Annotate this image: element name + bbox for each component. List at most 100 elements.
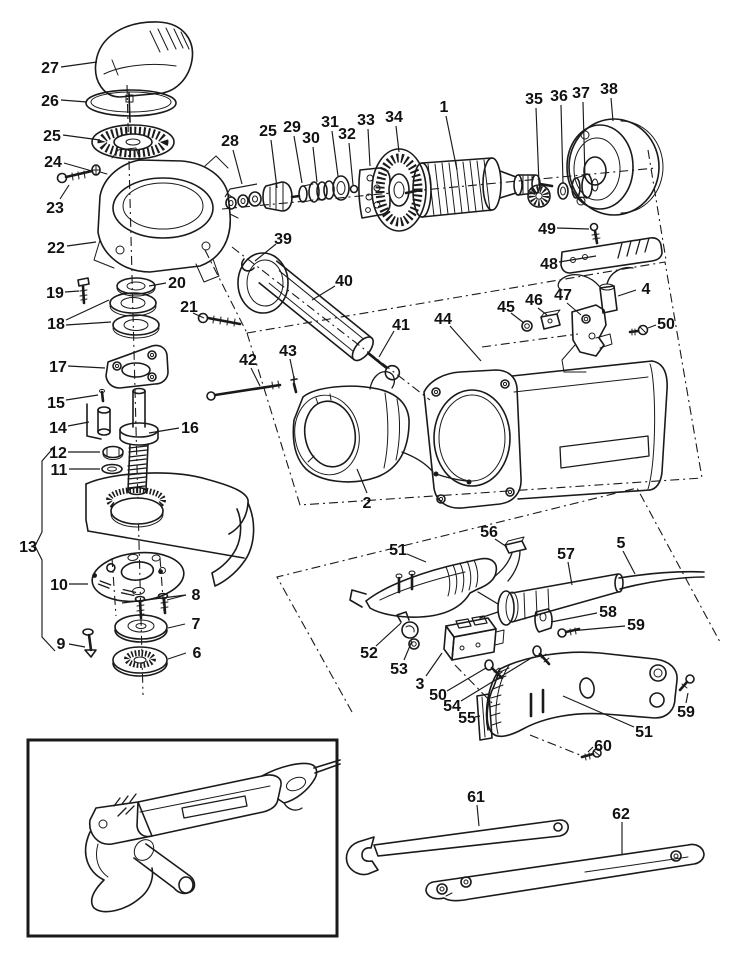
callout-leader-47 [566,302,582,316]
callout-label-60-63: 60 [594,738,612,755]
sleeve-29 [298,181,320,203]
retaining-clip-39 [241,258,255,272]
callout-label-59-53: 59 [627,617,645,634]
callout-label-31-26: 31 [321,114,339,131]
callout-label-36-32: 36 [550,88,568,105]
callout-label-40-38: 40 [335,273,353,290]
callout-label-49-35: 49 [538,221,556,238]
callout-label-11-12: 11 [51,462,68,479]
nut-53 [408,638,420,650]
callout-label-15-9: 15 [47,395,65,412]
bearings-18 [109,292,160,339]
callout-label-21-17: 21 [180,299,198,316]
side-handle-assembly [206,252,401,401]
callout-label-50-58: 50 [429,687,447,704]
pin-15 [99,388,105,403]
screw-24 [91,164,108,176]
callout-leader-54 [460,656,534,702]
callout-label-30-25: 30 [302,130,320,147]
callout-label-55-60: 55 [458,710,476,727]
wheel-guard-13 [85,472,255,587]
callout-label-29-24: 29 [283,119,301,136]
callout-leader-44 [449,325,482,362]
bracket-47 [561,304,613,373]
washer-36 [557,182,569,200]
callout-label-56-50: 56 [480,524,498,541]
grommet-52 [396,611,419,639]
callout-leader-3 [425,652,443,677]
callout-leader-59 [685,692,689,704]
nut-12 [102,445,124,460]
callout-leader-9 [68,643,86,648]
callout-leader-55 [474,715,481,718]
inner-flange-7 [114,614,168,643]
wrench-61 [345,819,569,876]
callout-leader-38 [610,97,614,122]
assembled-grinder-drawing [84,759,341,913]
brush-wheel-25 [91,124,175,160]
callout-label-38-34: 38 [600,81,618,98]
brush-55 [476,693,493,741]
terminal-block-46 [540,309,561,330]
callout-leader-50 [647,324,657,329]
nut-45 [521,320,533,332]
callout-leader-22 [66,241,97,247]
callout-label-43-41: 43 [279,343,297,360]
callout-leader-14 [67,421,90,427]
screw-43 [290,376,298,394]
callout-label-52-55: 52 [360,645,378,662]
callout-label-9-15: 9 [57,636,66,653]
switch-handle-group [349,536,705,761]
callout-label-3-57: 3 [416,676,425,693]
callout-label-51-61: 51 [635,724,653,741]
callout-label-12-11: 12 [49,445,67,462]
callout-label-22-5: 22 [47,240,65,257]
callout-label-16-18: 16 [181,420,199,437]
callout-label-25-23: 25 [259,123,277,140]
callout-label-41-39: 41 [392,317,410,334]
callout-leader-36 [560,104,564,184]
callout-label-2-42: 2 [363,495,372,512]
gasket-plate-17 [105,344,169,389]
callout-label-14-10: 14 [49,420,67,437]
callout-label-26-1: 26 [41,93,59,110]
callout-leader-23 [59,184,70,200]
bearing-stack [77,277,242,389]
cord-clamp-58 [534,608,553,633]
callout-label-39-37: 39 [274,231,292,248]
callout-leader-52 [375,622,402,647]
callout-bracket-28 [224,183,258,198]
center-lines [111,84,721,756]
callout-leader-19 [64,290,80,293]
callout-leader-24 [63,162,93,172]
inset-frame [26,738,339,938]
switch-3 [443,615,505,661]
long-screw-42 [206,380,282,401]
bolt-21 [197,312,242,327]
callout-leader-20 [148,282,167,287]
spindle-16 [119,387,159,496]
washer-11 [101,463,123,475]
callout-leader-56 [494,538,508,548]
assembled-grinder-inset [26,738,341,938]
callout-leader-58 [550,612,598,623]
callout-leader-5 [622,550,636,575]
callout-label-24-3: 24 [44,154,62,171]
callout-label-57-51: 57 [557,546,575,563]
callout-label-53-56: 53 [390,661,408,678]
callout-label-51-54: 51 [389,542,407,559]
callout-label-10-14: 10 [50,577,68,594]
gear-head-assembly [56,21,239,283]
field-coil-2 [292,371,472,485]
callout-label-8-19: 8 [192,587,201,604]
callout-leader-34 [395,125,400,153]
bearing-housing-38 [566,118,664,216]
spindle-group [86,387,159,496]
callout-label-45-44: 45 [497,299,515,316]
callout-leader-25 [270,139,278,189]
bearing-31 [332,175,350,201]
callout-label-20-16: 20 [168,275,186,292]
motor-housing-44 [423,360,668,509]
callout-leader-48 [558,255,597,263]
